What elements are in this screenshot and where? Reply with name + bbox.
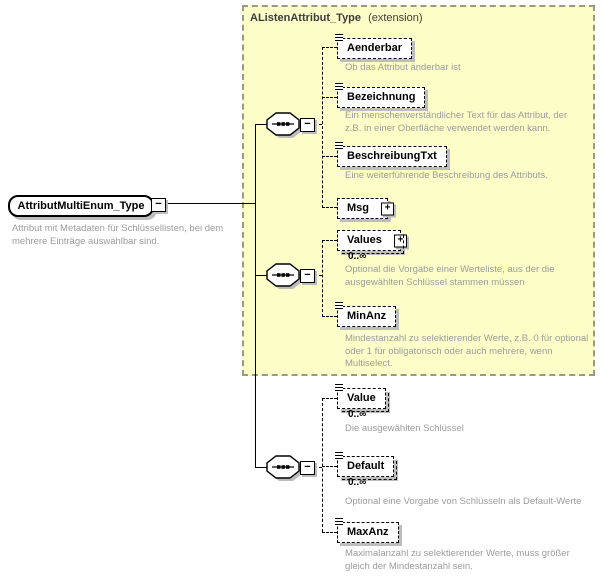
root-collapse-button[interactable]: −	[151, 198, 166, 212]
simple-content-icon	[335, 384, 343, 391]
connector-minanz	[322, 316, 337, 317]
root-annotation: Attribut mit Metadaten für Schlüssellist…	[12, 223, 224, 247]
connector-to-sequence-1	[255, 124, 267, 125]
connector-to-sequence-3	[255, 467, 267, 468]
simple-content-icon	[335, 302, 343, 309]
annotation-maxanz: Maximalanzahl zu selektierender Werte, m…	[345, 548, 570, 572]
annotation-minanz: Mindestanzahl zu selektierender Werte, z…	[345, 333, 589, 369]
sequence-icon	[266, 112, 302, 138]
simple-content-icon	[335, 518, 343, 525]
annotation-value: Die ausgewählten Schlüssel	[345, 423, 464, 434]
extension-qualifier: (extension)	[368, 12, 423, 24]
connector-default	[322, 466, 337, 467]
sequence-icon	[266, 263, 302, 289]
sequence-3-collapse-button[interactable]: −	[300, 461, 315, 475]
connector-bezeichnung	[322, 97, 337, 98]
connector-values	[322, 240, 337, 241]
connector-msg	[322, 207, 337, 208]
connector-seq1-stub	[313, 124, 322, 125]
msg-expand-button[interactable]: +	[381, 202, 394, 215]
annotation-default: Optional eine Vorgabe von Schlüsseln als…	[345, 496, 582, 507]
cardinality-default: 0..∞	[348, 477, 367, 488]
element-aenderbar[interactable]: Aenderbar	[335, 34, 413, 59]
extension-container	[242, 5, 595, 376]
simple-content-icon	[335, 83, 343, 90]
connector-value	[322, 398, 337, 399]
connector-root-to-trunk	[165, 203, 255, 204]
connector-beschreibungtxt	[322, 156, 337, 157]
cardinality-values: 0..∞	[348, 251, 367, 262]
sequence-icon	[266, 455, 302, 481]
sequence-1-collapse-button[interactable]: −	[300, 118, 315, 132]
element-name: MaxAnz	[347, 526, 389, 538]
element-maxanz[interactable]: MaxAnz	[335, 518, 399, 543]
element-name: MinAnz	[347, 310, 387, 322]
sequence-2-collapse-button[interactable]: −	[300, 269, 315, 283]
element-name: Values	[347, 234, 382, 246]
simple-content-icon	[335, 142, 343, 149]
element-values[interactable]: Values +	[337, 230, 407, 254]
connector-seq2-stub	[313, 275, 322, 276]
connector-trunk	[255, 124, 256, 467]
element-beschreibungtxt[interactable]: BeschreibungTxt	[335, 142, 447, 167]
element-name: BeschreibungTxt	[347, 150, 437, 162]
element-name: Bezeichnung	[347, 91, 416, 103]
element-minanz[interactable]: MinAnz	[335, 302, 397, 327]
connector-seq3-branch	[322, 398, 323, 532]
extension-title: AListenAttribut_Type (extension)	[250, 12, 423, 24]
cardinality-value: 0..∞	[348, 409, 367, 420]
annotation-beschreibungtxt: Eine weiterführende Beschreibung des Att…	[345, 170, 548, 181]
connector-to-sequence-2	[255, 275, 267, 276]
annotation-aenderbar: Ob das Attribut änderbar ist	[345, 62, 461, 73]
element-name: Default	[347, 460, 385, 472]
element-name: Msg	[347, 202, 369, 214]
element-bezeichnung[interactable]: Bezeichnung	[335, 83, 426, 108]
annotation-values: Optional die Vorgabe einer Werteliste, a…	[345, 264, 555, 288]
element-msg[interactable]: Msg +	[337, 198, 394, 219]
connector-seq2-branch	[322, 240, 323, 317]
element-name: Aenderbar	[347, 42, 403, 54]
simple-content-icon	[335, 452, 343, 459]
simple-content-icon	[335, 34, 343, 41]
root-element-attributmultienum-type[interactable]: AttributMultiEnum_Type	[8, 195, 154, 217]
element-value[interactable]: Value	[335, 384, 389, 412]
connector-seq1-branch	[322, 47, 323, 208]
connector-seq3-stub	[313, 467, 322, 468]
annotation-bezeichnung: Ein menschenverständlicher Text für das …	[345, 110, 568, 134]
values-expand-button[interactable]: +	[393, 234, 407, 247]
connector-aenderbar	[322, 47, 337, 48]
connector-maxanz	[322, 532, 337, 533]
element-default[interactable]: Default	[335, 452, 398, 480]
extension-type-name: AListenAttribut_Type	[250, 12, 362, 24]
element-name: Value	[347, 392, 376, 404]
